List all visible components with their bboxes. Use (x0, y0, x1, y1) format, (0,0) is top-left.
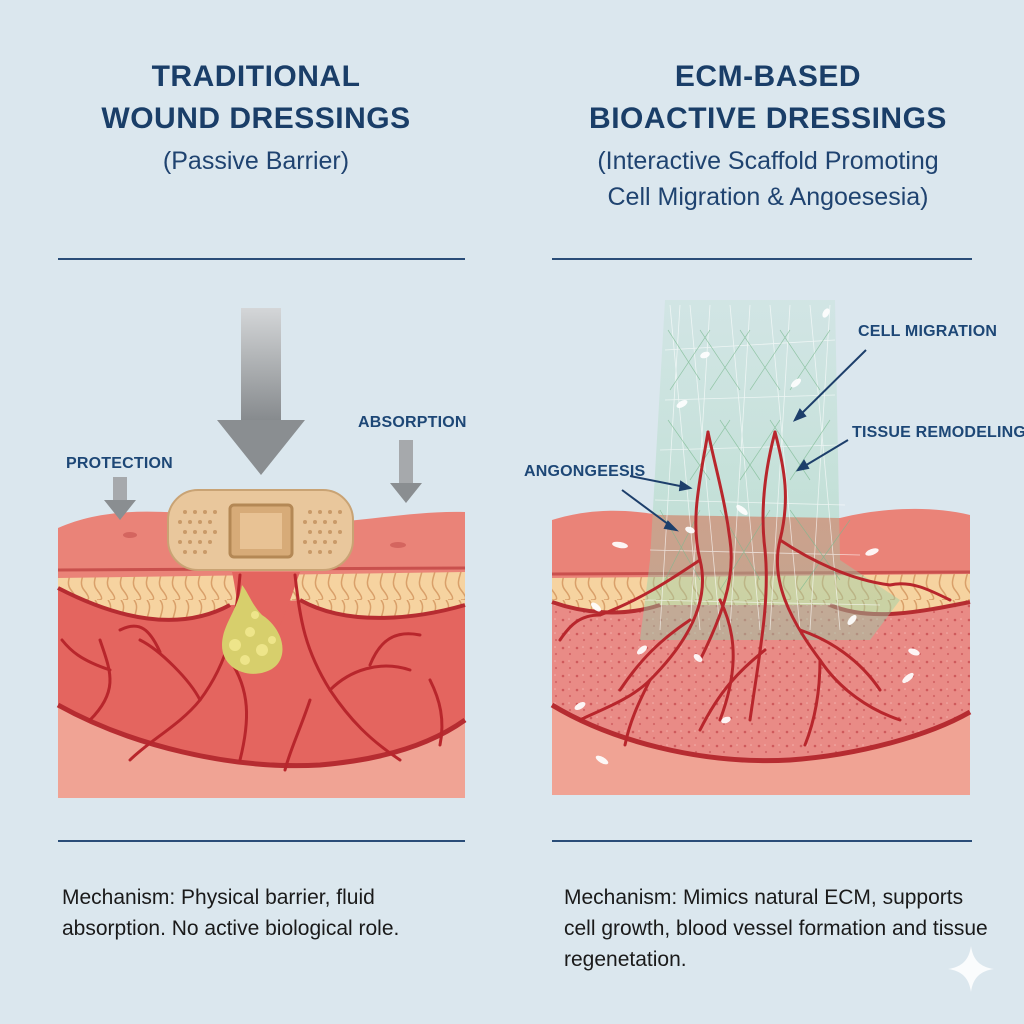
traditional-dressings-panel: TRADITIONAL WOUND DRESSINGS (Passive Bar… (58, 60, 467, 944)
pressure-arrow-icon (217, 308, 305, 475)
right-mechanism-line1: Mechanism: Mimics natural ECM, supports (564, 886, 964, 909)
right-mechanism-line3: regenetation. (564, 948, 687, 971)
protection-label: PROTECTION (66, 455, 173, 472)
right-top-divider (552, 258, 972, 260)
angiogenesis-vessels (558, 430, 952, 747)
tissue-remodeling-label: TISSUE REMODELING (852, 424, 1024, 441)
cell-migration-label: CELL MIGRATION (858, 323, 998, 340)
ecm-dressings-panel: ECM-BASED BIOACTIVE DRESSINGS (Interacti… (512, 0, 1024, 1024)
left-mechanism-text: Mechanism: Physical barrier, fluid absor… (62, 882, 399, 944)
bandage-icon (167, 489, 354, 571)
protection-arrow-icon (104, 477, 136, 520)
annotation-pointers (621, 349, 867, 532)
left-dermis (58, 585, 465, 766)
right-mechanism-text: Mechanism: Mimics natural ECM, supports … (564, 882, 988, 975)
right-title-line2: BIOACTIVE DRESSINGS (589, 102, 947, 135)
angiogenesis-label: ANGONGEESIS (524, 463, 646, 480)
left-bottom-divider (58, 840, 465, 842)
absorption-arrow-icon (390, 440, 422, 503)
left-subtitle: (Passive Barrier) (162, 147, 350, 175)
right-subtitle-line2: Cell Migration & Angoesesia) (607, 183, 929, 211)
right-subtitle-line1: (Interactive Scaffold Promoting (597, 147, 939, 175)
ecm-scaffold (640, 300, 900, 640)
right-bottom-divider (552, 840, 972, 842)
absorption-label: ABSORPTION (358, 414, 467, 431)
left-hypodermis (58, 700, 465, 798)
wound-exudate (222, 585, 283, 674)
left-mechanism-line2: absorption. No active biological role. (62, 917, 400, 940)
sparkle-icon (948, 946, 994, 992)
left-skin-cross-section (56, 489, 467, 798)
left-title-line2: WOUND DRESSINGS (101, 102, 411, 135)
migrating-cells (574, 308, 920, 765)
right-mechanism-line2: cell growth, blood vessel formation and … (564, 917, 988, 940)
left-mechanism-line1: Mechanism: Physical barrier, fluid (62, 886, 375, 909)
right-title-line1: ECM-BASED (674, 60, 862, 93)
left-top-divider (58, 258, 465, 260)
left-title-line1: TRADITIONAL (151, 60, 361, 93)
